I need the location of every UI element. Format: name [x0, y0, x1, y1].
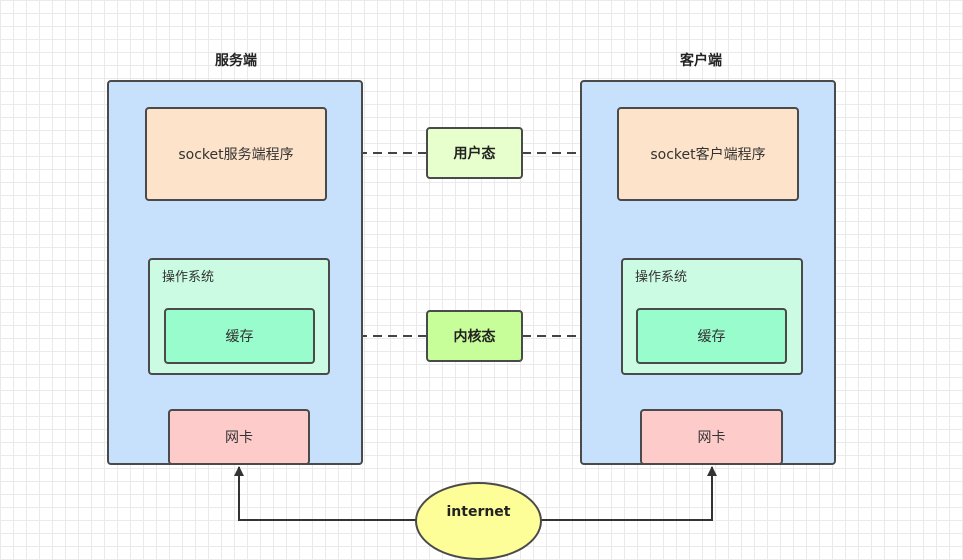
client-title: 客户端 — [680, 53, 722, 69]
internet-label: internet — [446, 504, 511, 520]
client-app-box: socket客户端程序 — [617, 107, 799, 201]
server-cache-box: 缓存 — [164, 308, 315, 364]
internet-node: internet — [415, 482, 542, 560]
internet-to-client-nic-arrow — [540, 466, 717, 521]
user-mode-box: 用户态 — [426, 127, 523, 179]
server-nic-box: 网卡 — [168, 409, 310, 465]
client-cache-box: 缓存 — [636, 308, 787, 364]
kernel-mode-box: 内核态 — [426, 310, 523, 362]
server-os-label: 操作系统 — [162, 270, 215, 285]
internet-to-server-nic-arrow — [234, 466, 416, 521]
client-nic-box: 网卡 — [640, 409, 783, 465]
server-title: 服务端 — [215, 53, 257, 69]
client-os-label: 操作系统 — [635, 270, 688, 285]
server-app-box: socket服务端程序 — [145, 107, 327, 201]
